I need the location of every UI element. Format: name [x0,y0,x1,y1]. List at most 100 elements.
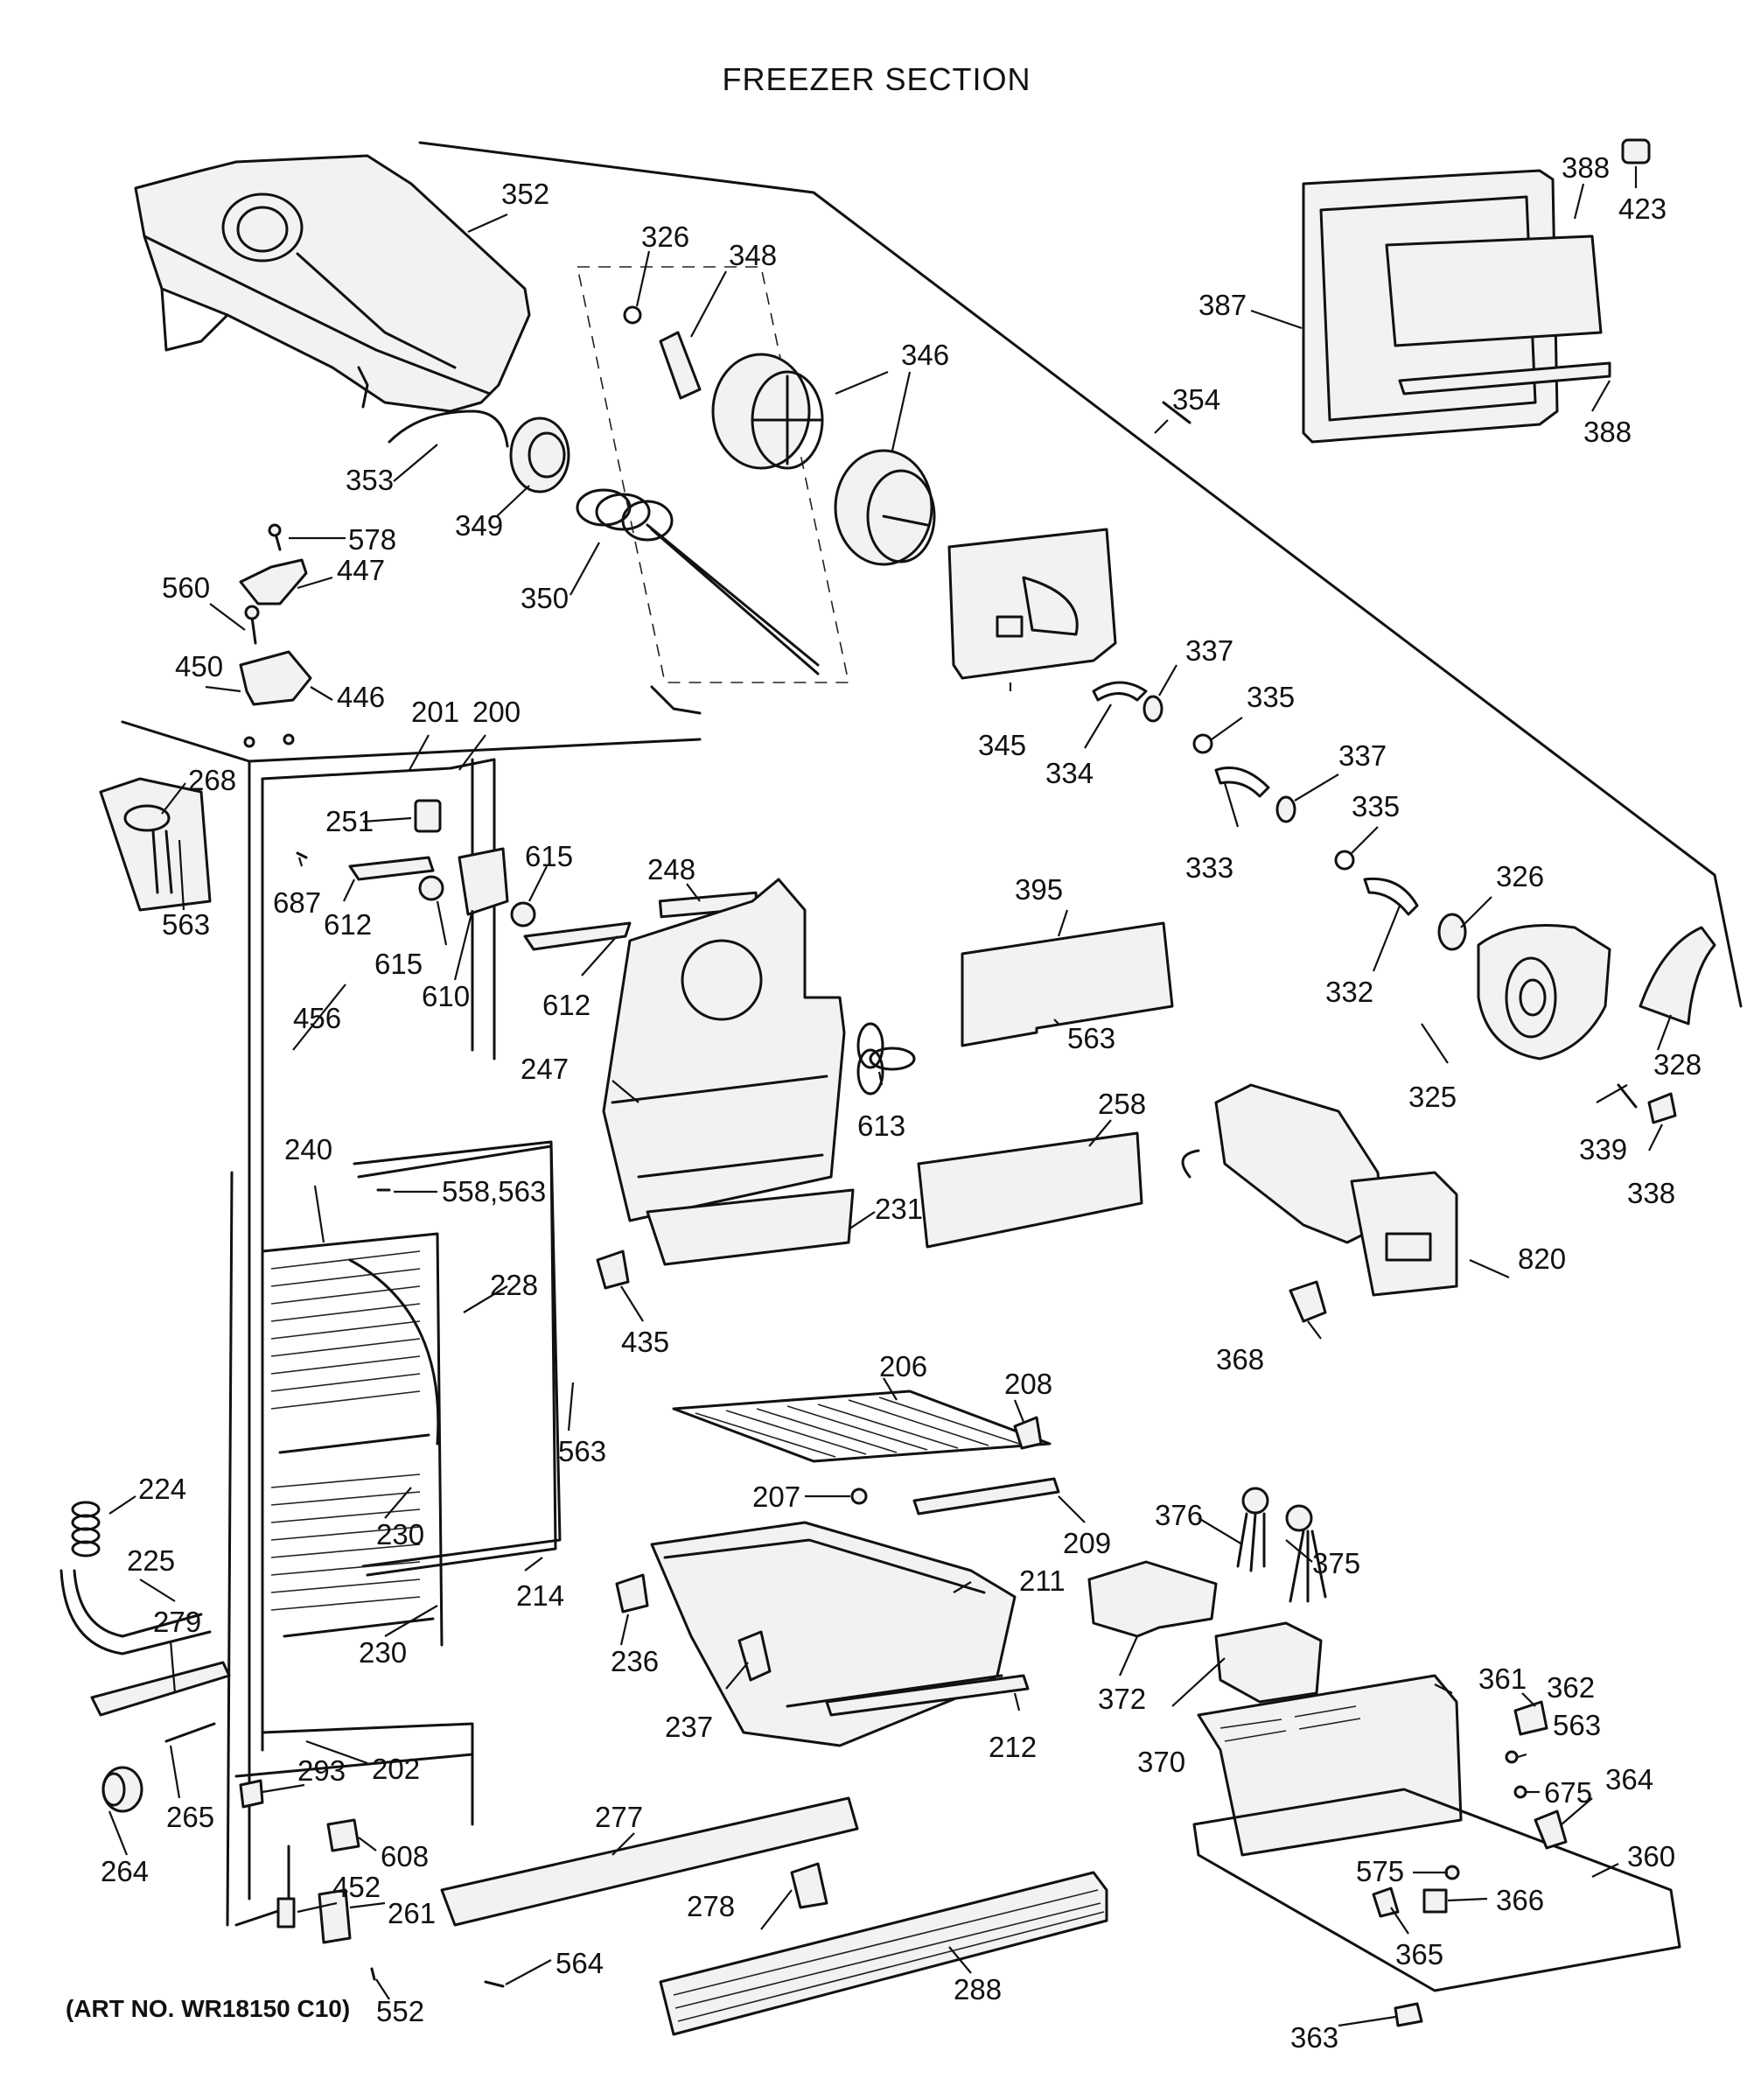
label-335-upper: 335 [1247,681,1295,713]
cover-395 [961,921,1174,1047]
trim-209 [912,1477,1060,1516]
label-325: 325 [1408,1081,1457,1113]
label-558-563: 558,563 [442,1175,546,1208]
label-447: 447 [337,554,385,586]
panel-214 [357,1144,557,1577]
bearing-326b [1437,913,1467,951]
grommet-615a [418,875,444,901]
label-339: 339 [1579,1133,1627,1166]
bracket-368 [1289,1280,1327,1323]
pin-265 [164,1722,216,1743]
label-365: 365 [1395,1938,1443,1970]
label-202: 202 [372,1753,420,1785]
link-332 [1363,877,1419,916]
label-612-left: 612 [324,908,372,941]
hardware-446-447 [239,523,312,706]
bracket-612a [348,856,435,881]
label-293: 293 [297,1754,346,1787]
label-450: 450 [175,650,223,682]
shelf-206 [672,1390,1052,1463]
spring-337a [1143,695,1164,723]
door-panel-387 [1302,138,1651,444]
label-214: 214 [516,1579,564,1612]
label-361: 361 [1478,1662,1527,1695]
label-338: 338 [1627,1177,1675,1209]
cover-372 [1087,1560,1218,1638]
rail-277 [440,1796,859,1927]
label-212: 212 [989,1731,1037,1763]
plate-348 [659,331,702,400]
label-388-top: 388 [1562,151,1610,184]
label-279: 279 [153,1606,201,1638]
screw-563d [1505,1750,1519,1764]
switch-251 [414,799,442,833]
label-578: 578 [348,523,396,556]
label-560: 560 [162,571,210,604]
label-349: 349 [455,509,503,542]
label-563-left: 563 [162,908,210,941]
label-348: 348 [729,239,777,271]
label-248: 248 [647,853,695,886]
label-332: 332 [1325,976,1373,1008]
spring-224 [71,1501,101,1558]
label-240: 240 [284,1133,332,1166]
label-334: 334 [1045,757,1094,789]
label-230-lower: 230 [359,1636,407,1669]
evaporator-228 [261,1140,562,1647]
timer-370 [1214,1621,1323,1704]
rail-279 [90,1661,231,1717]
label-360: 360 [1627,1840,1675,1872]
label-237: 237 [665,1711,713,1743]
label-345: 345 [978,729,1026,761]
roller-264 [101,1766,143,1813]
label-613: 613 [857,1110,905,1142]
screw-552 [370,1967,376,1981]
label-388-bottom: 388 [1583,416,1632,448]
label-446: 446 [337,681,385,713]
label-354: 354 [1172,383,1220,416]
spring-337b [1275,795,1296,823]
washer-335b [1334,850,1355,871]
socket-268 [99,777,212,912]
label-395: 395 [1015,873,1063,906]
part-labels: 352 326 348 346 388 423 387 388 354 353 … [101,151,1702,2054]
auger-350 [576,488,820,676]
label-375: 375 [1312,1547,1360,1579]
label-608: 608 [381,1840,429,1872]
label-258: 258 [1098,1088,1146,1120]
label-247: 247 [521,1053,569,1085]
label-228: 228 [490,1269,538,1301]
clip-208 [1013,1416,1043,1450]
clip-293 [239,1779,264,1809]
grommet-615b [510,901,536,928]
label-820: 820 [1518,1242,1566,1275]
screw-575 [1444,1865,1460,1880]
label-264: 264 [101,1855,149,1887]
cover-258 [917,1131,1143,1249]
clip-435 [596,1250,630,1290]
label-337-lower: 337 [1338,739,1387,772]
grille-288 [659,1871,1108,2036]
label-362: 362 [1547,1671,1595,1704]
label-335-lower: 335 [1352,790,1400,822]
label-333: 333 [1185,851,1233,884]
label-387: 387 [1198,289,1247,321]
label-207: 207 [752,1480,800,1513]
label-326: 326 [641,220,689,253]
label-251: 251 [325,805,374,837]
hub-349 [509,416,570,494]
screw-687 [296,851,308,859]
label-615-top: 615 [525,840,573,872]
label-423: 423 [1618,192,1667,225]
shim-452 [276,1897,296,1928]
label-277: 277 [595,1801,643,1833]
link-334 [1092,681,1148,702]
label-353: 353 [346,464,394,496]
label-435: 435 [621,1326,669,1358]
link-333 [1214,766,1270,798]
auger-plane [577,266,849,683]
label-376: 376 [1155,1499,1203,1531]
label-278: 278 [687,1890,735,1922]
label-370: 370 [1137,1746,1185,1778]
